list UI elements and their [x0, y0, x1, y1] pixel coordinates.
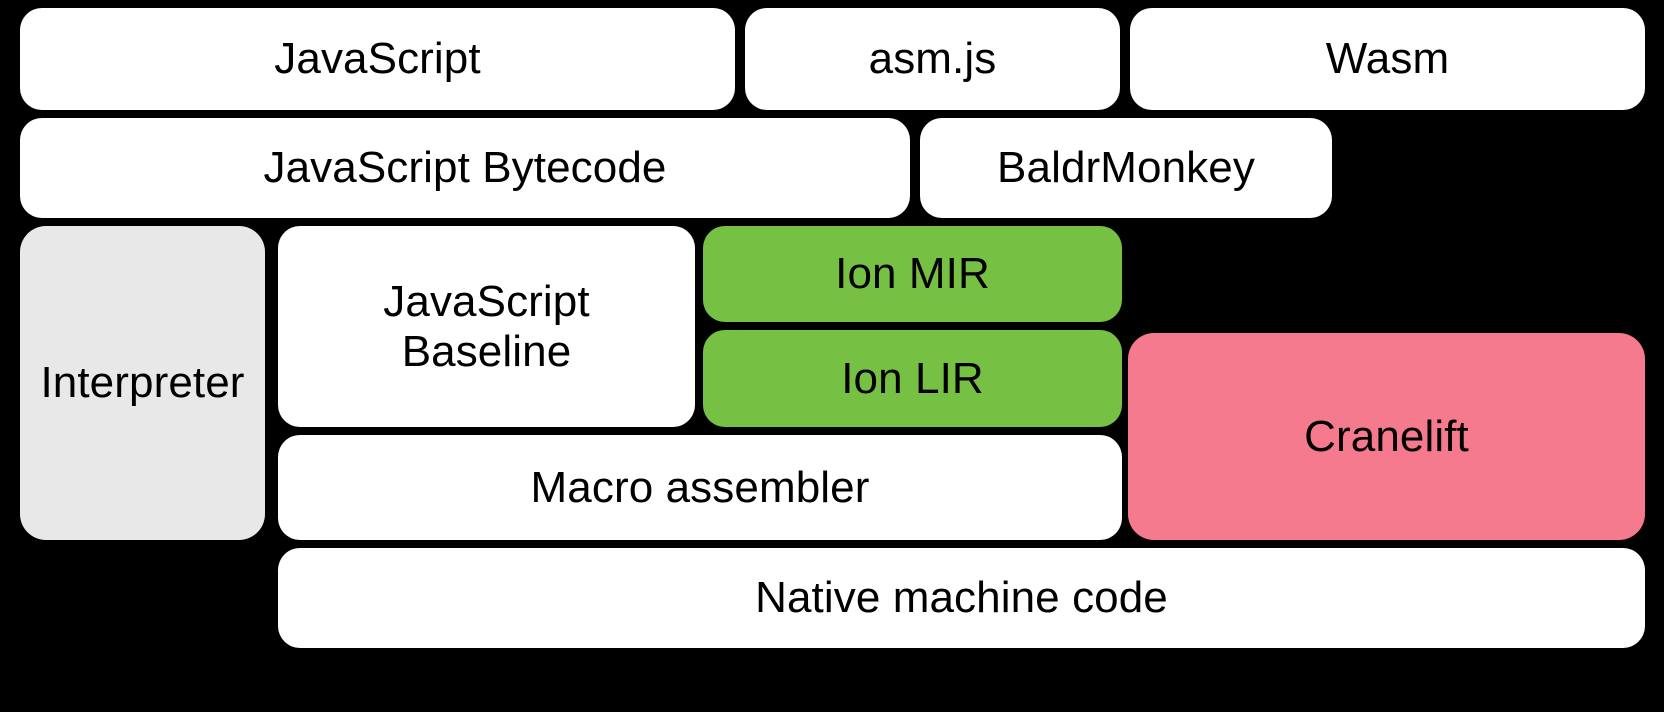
node-native-machine-code: Native machine code: [278, 548, 1645, 648]
node-javascript: JavaScript: [20, 8, 735, 110]
node-wasm: Wasm: [1130, 8, 1645, 110]
node-javascript-baseline: JavaScript Baseline: [278, 226, 695, 427]
node-interpreter: Interpreter: [20, 226, 265, 540]
node-javascript-bytecode: JavaScript Bytecode: [20, 118, 910, 218]
node-baldrmonkey: BaldrMonkey: [920, 118, 1332, 218]
node-macro-assembler: Macro assembler: [278, 435, 1122, 540]
node-asmjs: asm.js: [745, 8, 1120, 110]
node-cranelift: Cranelift: [1128, 333, 1645, 540]
node-ion-mir: Ion MIR: [703, 226, 1122, 322]
node-ion-lir: Ion LIR: [703, 330, 1122, 427]
